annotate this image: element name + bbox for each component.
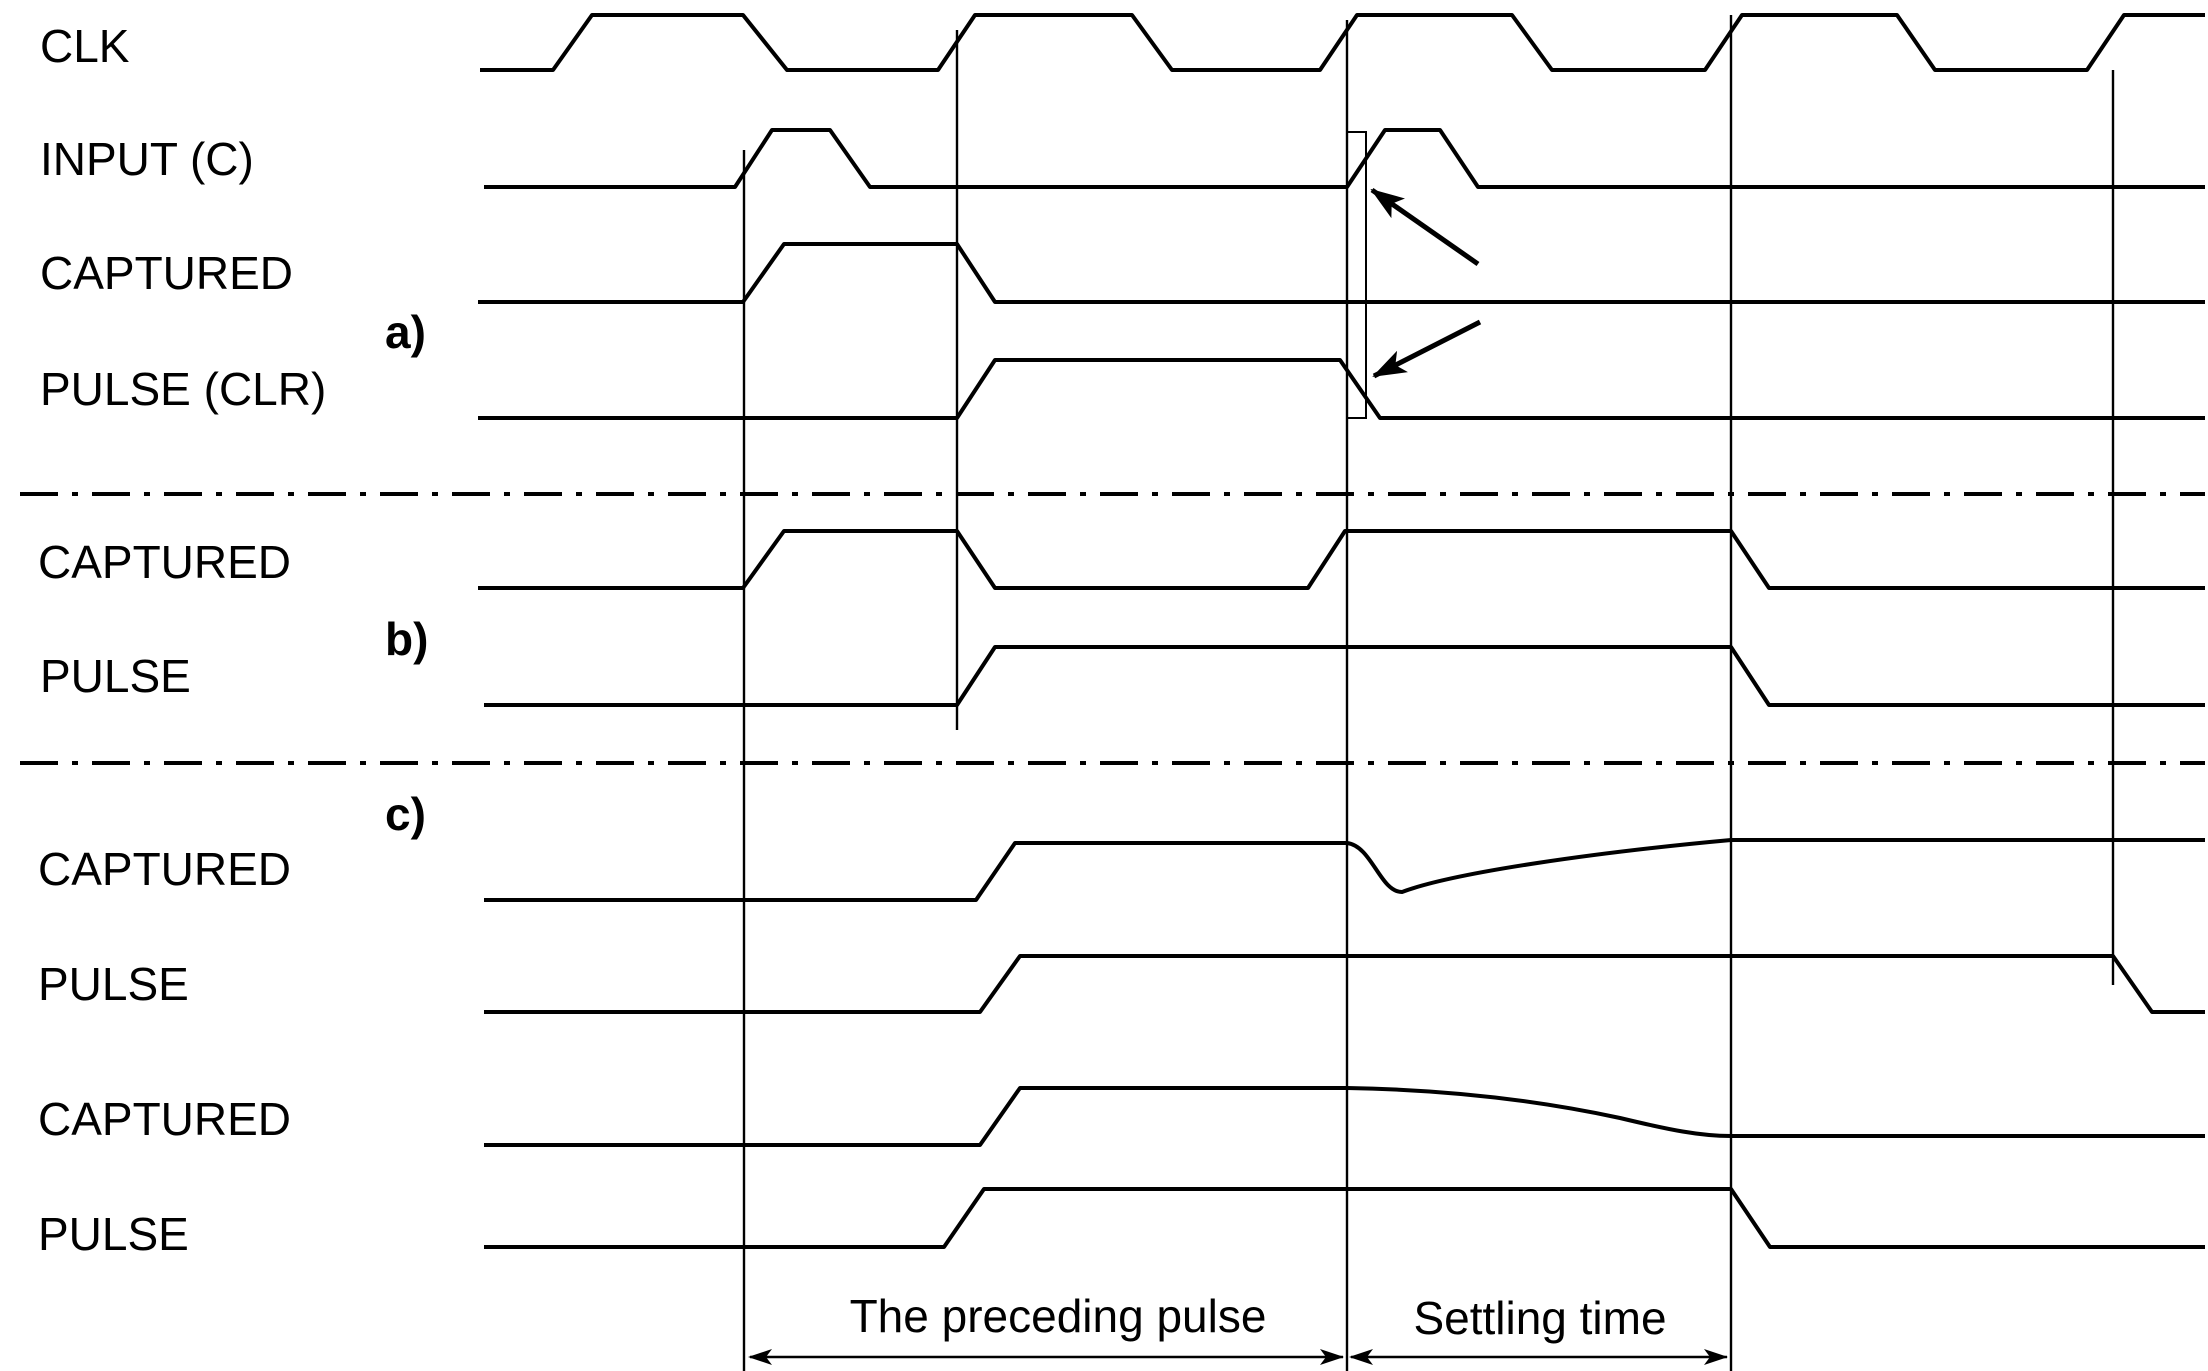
c1-pulse-waveform (484, 954, 2205, 1014)
c1-captured-waveform (484, 838, 2205, 902)
preceding-pulse-label: The preceding pulse (850, 1290, 1267, 1342)
a-pulse-clr-label: PULSE (CLR) (40, 363, 326, 415)
a-captured-waveform (478, 242, 2205, 304)
settling-time-label: Settling time (1413, 1292, 1666, 1344)
input-c-waveform (484, 128, 2205, 189)
c2-captured-waveform (484, 1086, 2205, 1147)
c1-captured-label: CAPTURED (38, 843, 291, 895)
arrow-to-clr-edge (1372, 319, 1482, 379)
section-c-label: c) (385, 788, 426, 840)
b-captured-label: CAPTURED (38, 536, 291, 588)
c2-pulse-label: PULSE (38, 1208, 189, 1260)
a-captured-label: CAPTURED (40, 247, 293, 299)
clk-waveform (480, 13, 2205, 72)
b-pulse-waveform (484, 645, 2205, 707)
section-b-label: b) (385, 613, 428, 665)
section-a-label: a) (385, 306, 426, 358)
bracket (1347, 131, 1367, 419)
input-c-label: INPUT (C) (40, 133, 254, 185)
settling-time-start-arrow (1349, 1349, 1373, 1365)
b-captured-waveform (478, 529, 2205, 590)
a-pulse-clr-waveform (478, 358, 2205, 420)
arrow-to-input-edge (1370, 187, 1480, 267)
b-pulse-label: PULSE (40, 650, 191, 702)
c2-captured-label: CAPTURED (38, 1093, 291, 1145)
c2-pulse-waveform (484, 1187, 2205, 1249)
clk-label: CLK (40, 20, 130, 72)
c1-pulse-label: PULSE (38, 958, 189, 1010)
preceding-pulse-start-arrow (748, 1349, 772, 1365)
